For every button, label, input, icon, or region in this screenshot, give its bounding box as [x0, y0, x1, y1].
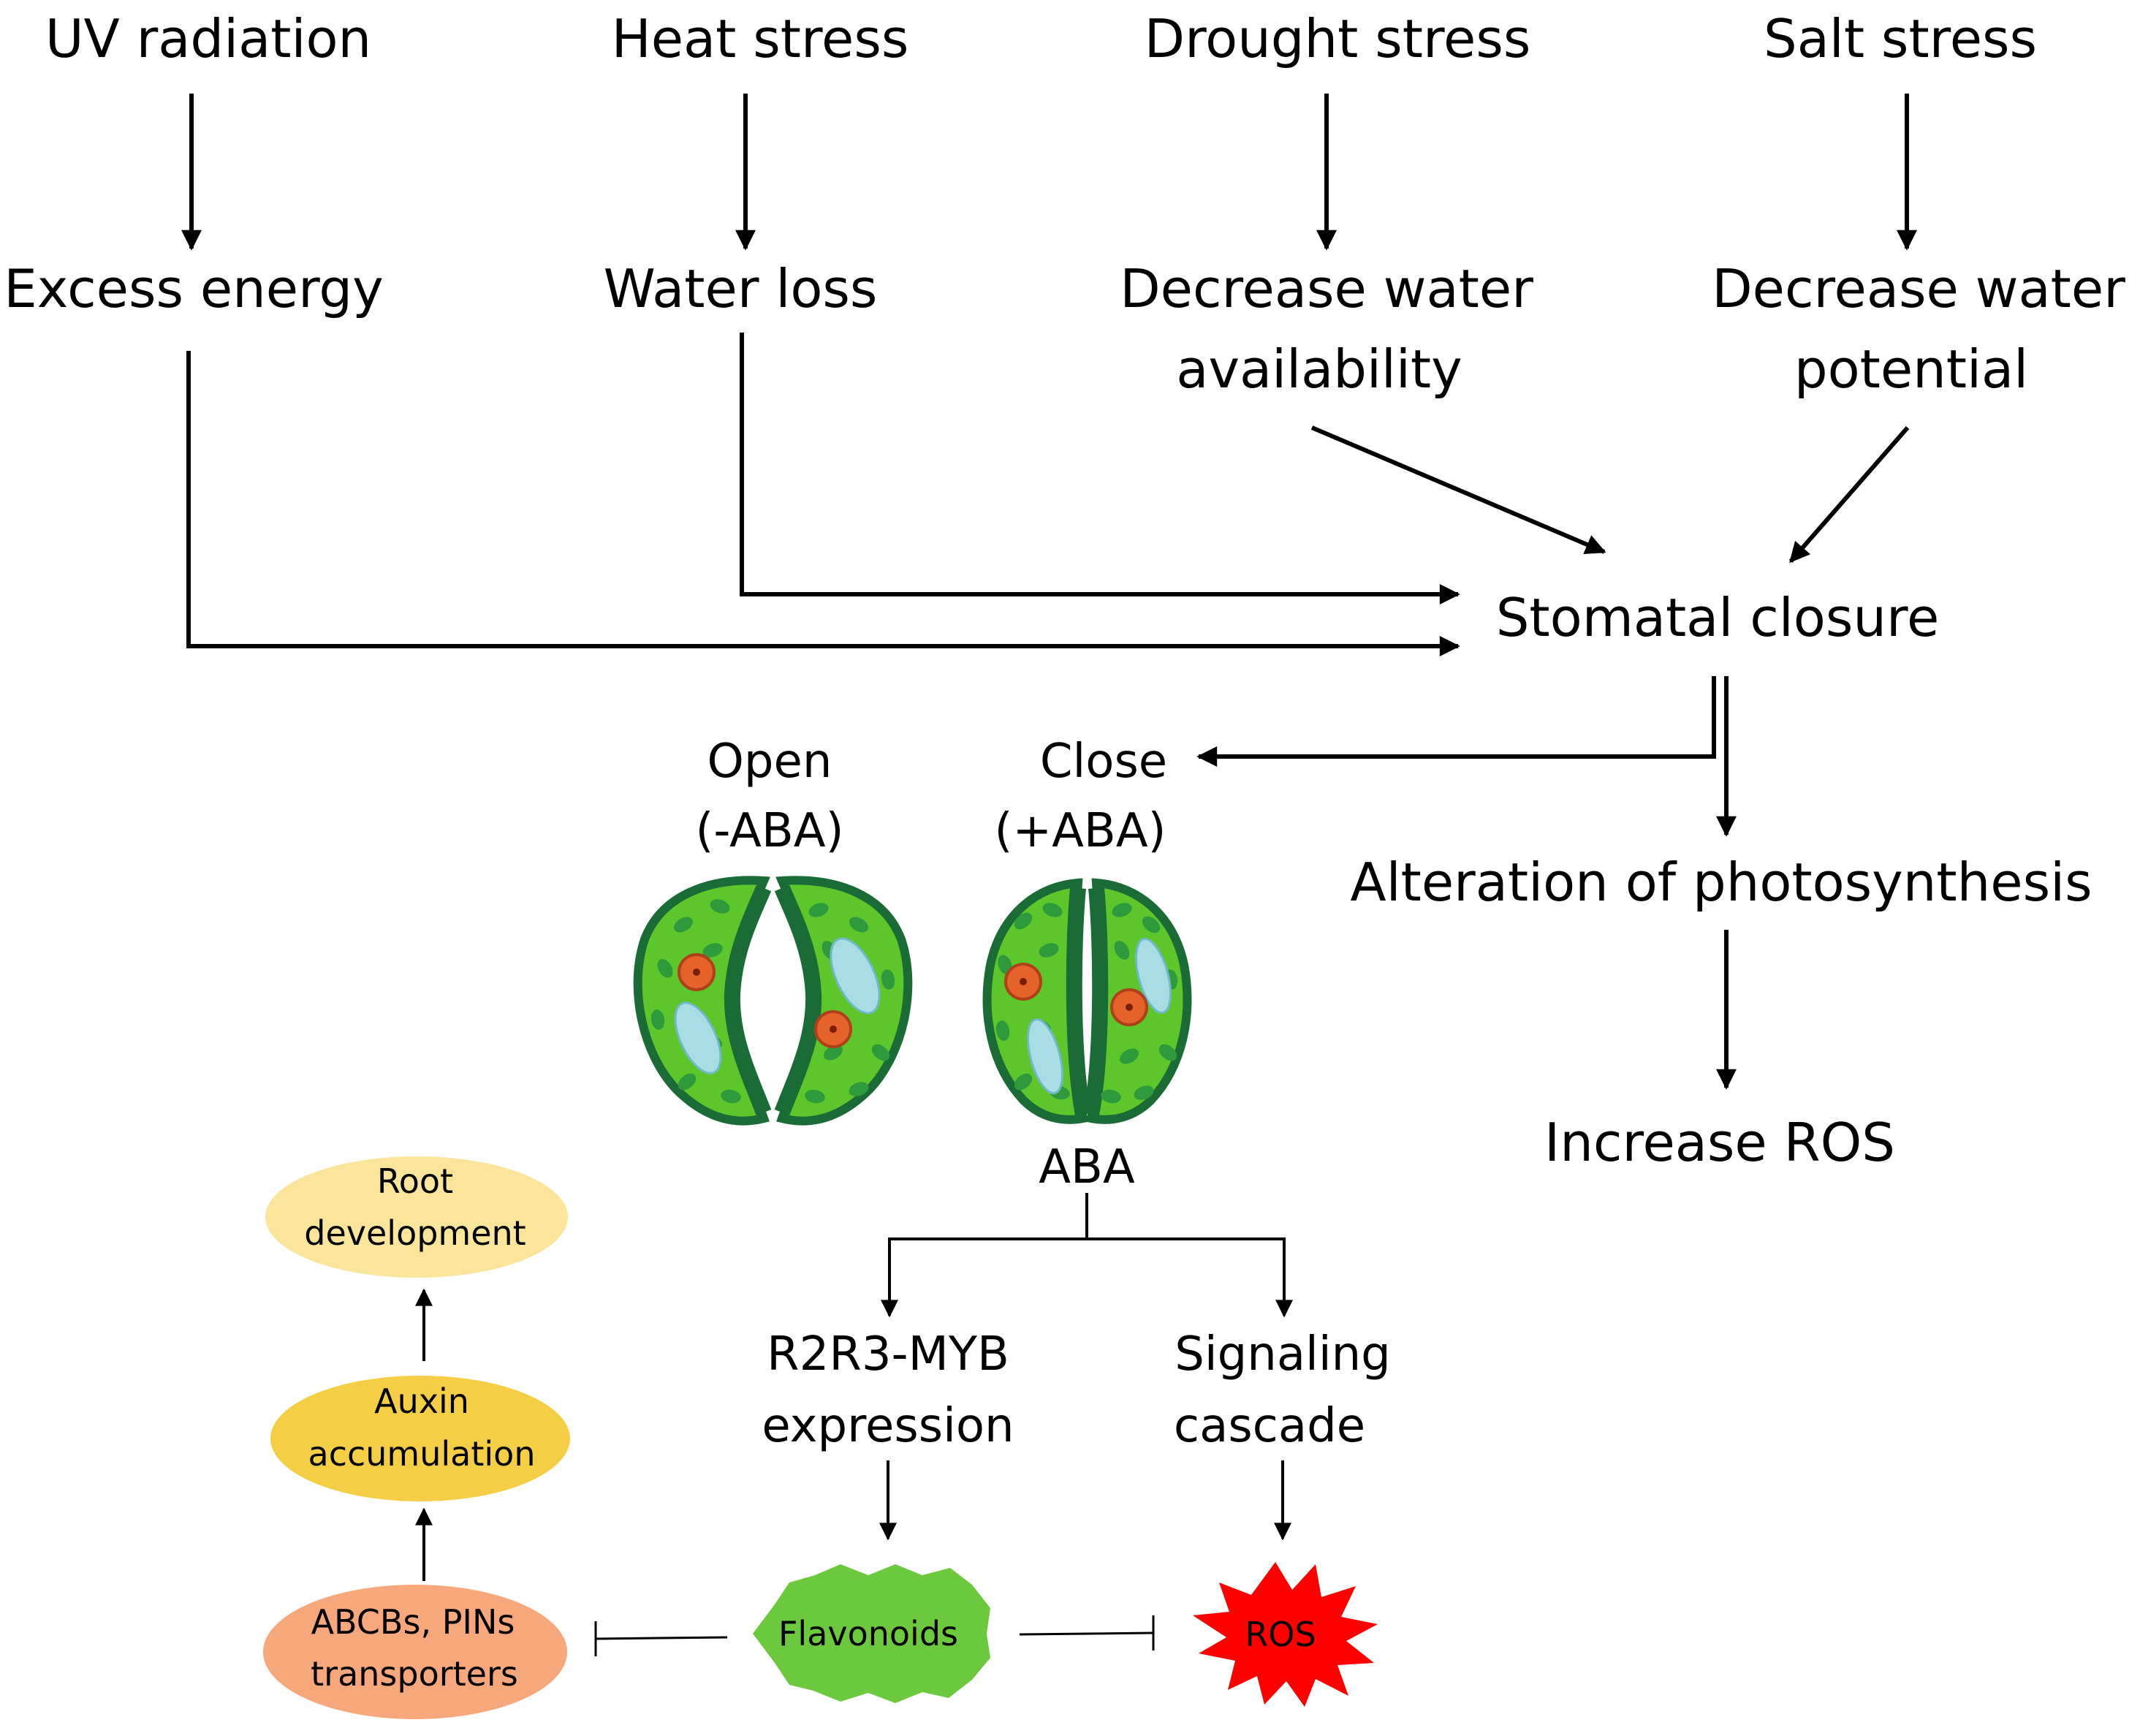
- stressor-uv-radiation: UV radiation: [45, 8, 371, 69]
- effect-decrease-availability-line2: availability: [1176, 338, 1462, 400]
- flavonoids-badge: [753, 1564, 990, 1703]
- arrow-potential-to-stomatal-closure: [1788, 426, 1910, 564]
- effect-decrease-availability-line1: Decrease water: [1120, 258, 1533, 319]
- effect-decrease-potential-line2: potential: [1794, 338, 2028, 400]
- arrow-water-loss-to-stomatal-closure: [740, 333, 1460, 604]
- aba-label: ABA: [1039, 1140, 1135, 1194]
- stressor-salt-stress: Salt stress: [1764, 8, 2037, 69]
- close-stoma-label-line2: (+ABA): [994, 804, 1166, 858]
- ros-label: ROS: [1245, 1615, 1316, 1654]
- photosynthesis-label: Alteration of photosynthesis: [1350, 852, 2092, 913]
- arrow-availability-to-stomatal-closure: [1310, 425, 1606, 555]
- myb-label-line1: R2R3-MYB: [767, 1327, 1009, 1381]
- root-label-line1: Root: [377, 1161, 453, 1201]
- arrow-aba-to-myb: [881, 1237, 1087, 1318]
- open-stoma-label-line1: Open: [707, 735, 832, 789]
- stressor-drought-stress: Drought stress: [1145, 8, 1531, 69]
- effect-excess-energy: Excess energy: [4, 258, 384, 319]
- transporters-node: [263, 1585, 567, 1719]
- arrow-aba-to-signaling: [1087, 1237, 1293, 1318]
- arrow-excess-energy-to-stomatal-closure: [186, 351, 1460, 656]
- ros-burst: [1193, 1562, 1378, 1707]
- transporters-label-line2: transporters: [311, 1654, 518, 1694]
- inhibit-flavonoids-to-ros: [1019, 1631, 1154, 1636]
- auxin-label-line1: Auxin: [374, 1381, 469, 1421]
- transporters-label-line1: ABCBs, PINs: [311, 1602, 515, 1642]
- auxin-accumulation-node: [270, 1376, 570, 1501]
- open-stoma-label-line2: (-ABA): [695, 804, 843, 858]
- open-stoma-icon: [633, 876, 913, 1126]
- effect-water-loss: Water loss: [604, 258, 878, 319]
- signaling-label-line1: Signaling: [1175, 1327, 1391, 1381]
- flavonoids-label: Flavonoids: [778, 1614, 958, 1653]
- close-stoma-label-line1: Close: [1040, 735, 1167, 789]
- myb-label-line2: expression: [762, 1399, 1014, 1453]
- increase-ros-label: Increase ROS: [1544, 1112, 1895, 1173]
- inhibit-flavonoids-to-transporters: [595, 1636, 728, 1640]
- stressor-heat-stress: Heat stress: [612, 8, 909, 69]
- root-label-line2: development: [304, 1213, 525, 1253]
- stomatal-closure-label: Stomatal closure: [1496, 587, 1940, 648]
- closed-stoma-icon: [982, 878, 1192, 1124]
- effect-decrease-potential-line1: Decrease water: [1712, 258, 2125, 319]
- arrow-closure-to-close-stoma: [1196, 676, 1716, 767]
- root-development-node: [265, 1156, 568, 1278]
- auxin-label-line2: accumulation: [308, 1434, 536, 1474]
- signaling-label-line2: cascade: [1174, 1399, 1365, 1453]
